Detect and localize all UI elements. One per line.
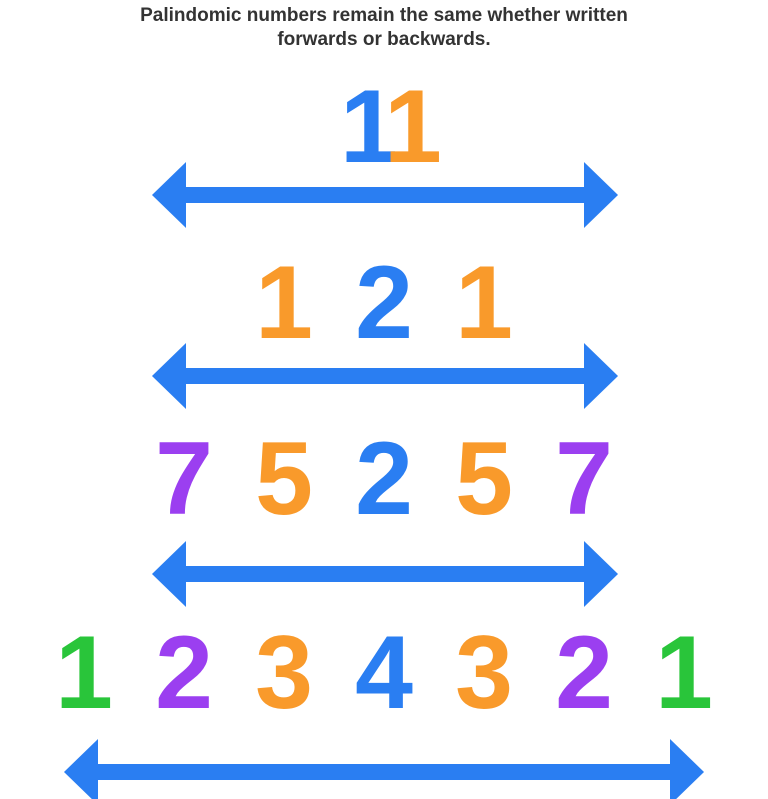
arrow-row-1 bbox=[152, 162, 618, 228]
palindrome-row-11: 11 bbox=[0, 72, 768, 182]
digit: 1 bbox=[255, 245, 313, 361]
arrow-row-2 bbox=[152, 343, 618, 409]
digit: 4 bbox=[355, 615, 413, 731]
digit: 5 bbox=[455, 421, 513, 537]
digit: 2 bbox=[555, 615, 613, 731]
digit: 2 bbox=[355, 421, 413, 537]
caption: Palindomic numbers remain the same wheth… bbox=[0, 4, 768, 52]
digit: 3 bbox=[455, 615, 513, 731]
digit: 1 bbox=[455, 245, 513, 361]
digit: 7 bbox=[555, 421, 613, 537]
arrow-row-3 bbox=[152, 541, 618, 607]
digit: 2 bbox=[155, 615, 213, 731]
digit: 2 bbox=[355, 245, 413, 361]
caption-line-2: forwards or backwards. bbox=[277, 29, 491, 50]
digit: 3 bbox=[255, 615, 313, 731]
caption-line-1: Palindomic numbers remain the same wheth… bbox=[140, 5, 628, 26]
digit: 5 bbox=[255, 421, 313, 537]
digit: 1 bbox=[655, 615, 713, 731]
digit: 7 bbox=[155, 421, 213, 537]
digit: 1 bbox=[55, 615, 113, 731]
arrow-row-4 bbox=[64, 739, 704, 799]
